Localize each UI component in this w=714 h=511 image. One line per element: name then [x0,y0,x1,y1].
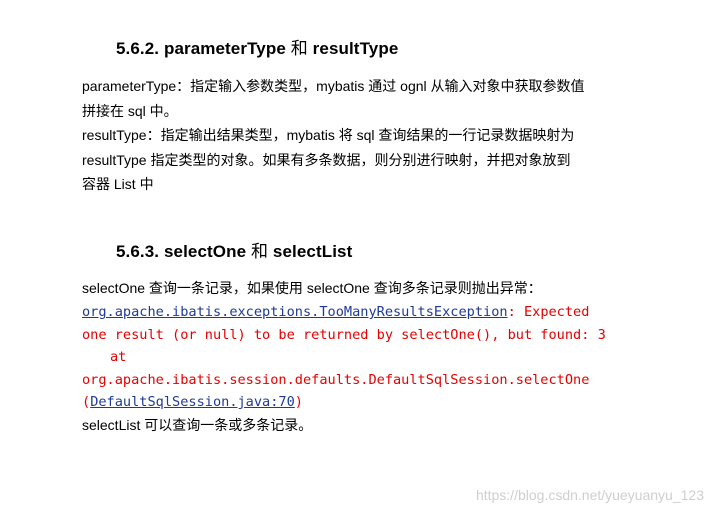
exception-line-5: (DefaultSqlSession.java:70) [82,391,642,414]
paragraph-line: 容器 List 中 [82,176,154,192]
exception-class-link[interactable]: org.apache.ibatis.exceptions.TooManyResu… [82,304,508,320]
section-heading-5-6-2: 5.6.2. parameterType 和 resultType [116,34,398,59]
paragraph-line: resultType 指定类型的对象。如果有多条数据，则分别进行映射，并把对象放… [82,151,571,168]
section-heading-5-6-3: 5.6.3. selectOne 和 selectList [116,237,352,262]
heading-term-parametertype: parameterType [163,39,286,58]
selectlist-note: selectList 可以查询一条或多条记录。 [82,417,313,433]
exception-line-4: org.apache.ibatis.session.defaults.Defau… [82,371,590,388]
paragraph-line: parameterType：指定输入参数类型，mybatis 通过 ognl 从… [82,78,585,94]
heading-term-selectone: selectOne [163,242,247,261]
exception-line-2: one result (or null) to be returned by s… [82,326,606,343]
exception-line-1: org.apache.ibatis.exceptions.TooManyResu… [82,301,642,324]
heading-term-resulttype: resultType [312,39,399,58]
section-body-5-6-2: parameterType：指定输入参数类型，mybatis 通过 ognl 从… [82,74,642,197]
exception-message: : Expected [507,304,590,320]
selectone-intro: selectOne 查询一条记录，如果使用 selectOne 查询多条记录则抛… [82,280,542,296]
section-number: 5.6.2. [116,39,160,58]
watermark-url: https://blog.csdn.net/yueyuanyu_123 [475,487,704,503]
heading-term-selectlist: selectList [272,242,353,261]
open-paren: ( [82,394,91,410]
exception-block: org.apache.ibatis.exceptions.TooManyResu… [82,301,642,414]
paragraph-line: 拼接在 sql 中。 [82,102,178,119]
heading-joiner: 和 [250,242,269,261]
source-location-link[interactable]: DefaultSqlSession.java:70 [90,394,295,410]
close-paren: ) [294,394,303,410]
stack-at-keyword: at [110,349,127,365]
exception-line-3: at [82,346,642,369]
paragraph-line: resultType：指定输出结果类型，mybatis 将 sql 查询结果的一… [82,127,575,143]
heading-joiner: 和 [290,39,308,58]
section-number: 5.6.3. [116,242,160,261]
